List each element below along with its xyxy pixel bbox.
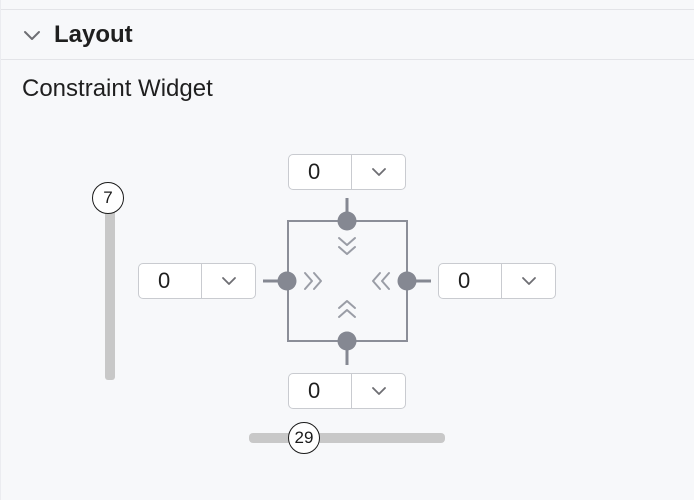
bottom-margin-value[interactable]: 0 <box>289 374 352 408</box>
top-margin-value[interactable]: 0 <box>289 155 352 189</box>
right-margin-value[interactable]: 0 <box>439 264 502 298</box>
constraint-diagram <box>263 198 431 365</box>
chevron-down-icon <box>371 168 386 176</box>
view-bounds-box <box>287 220 408 342</box>
chevron-down-icon <box>371 387 386 395</box>
vertical-bias-slider-track[interactable] <box>105 198 115 380</box>
vertical-bias-slider-thumb[interactable]: 7 <box>92 182 124 214</box>
horizontal-bias-slider-track[interactable] <box>249 433 445 443</box>
left-margin-dropdown[interactable]: 0 <box>138 263 256 299</box>
left-margin-value[interactable]: 0 <box>139 264 202 298</box>
top-divider <box>1 9 694 10</box>
bottom-wrap-content-chevrons-icon[interactable] <box>338 300 356 318</box>
top-wrap-content-chevrons-icon[interactable] <box>338 237 356 255</box>
layout-section-header[interactable]: Layout <box>1 10 694 59</box>
bottom-margin-dropdown[interactable]: 0 <box>288 373 406 409</box>
section-title: Layout <box>54 21 133 48</box>
chevron-down-icon <box>221 277 236 285</box>
right-wrap-content-chevrons-icon[interactable] <box>372 272 390 290</box>
top-anchor-handle[interactable] <box>337 211 357 231</box>
chevron-down-icon[interactable] <box>23 26 41 44</box>
right-margin-dropdown[interactable]: 0 <box>438 263 556 299</box>
left-anchor-handle[interactable] <box>277 271 297 291</box>
chevron-down-icon <box>521 277 536 285</box>
constraint-widget-label: Constraint Widget <box>22 75 213 102</box>
right-anchor-handle[interactable] <box>397 271 417 291</box>
left-wrap-content-chevrons-icon[interactable] <box>304 272 322 290</box>
bottom-anchor-handle[interactable] <box>337 331 357 351</box>
header-divider <box>1 59 694 60</box>
horizontal-bias-slider-thumb[interactable]: 29 <box>288 422 320 454</box>
top-margin-dropdown[interactable]: 0 <box>288 154 406 190</box>
